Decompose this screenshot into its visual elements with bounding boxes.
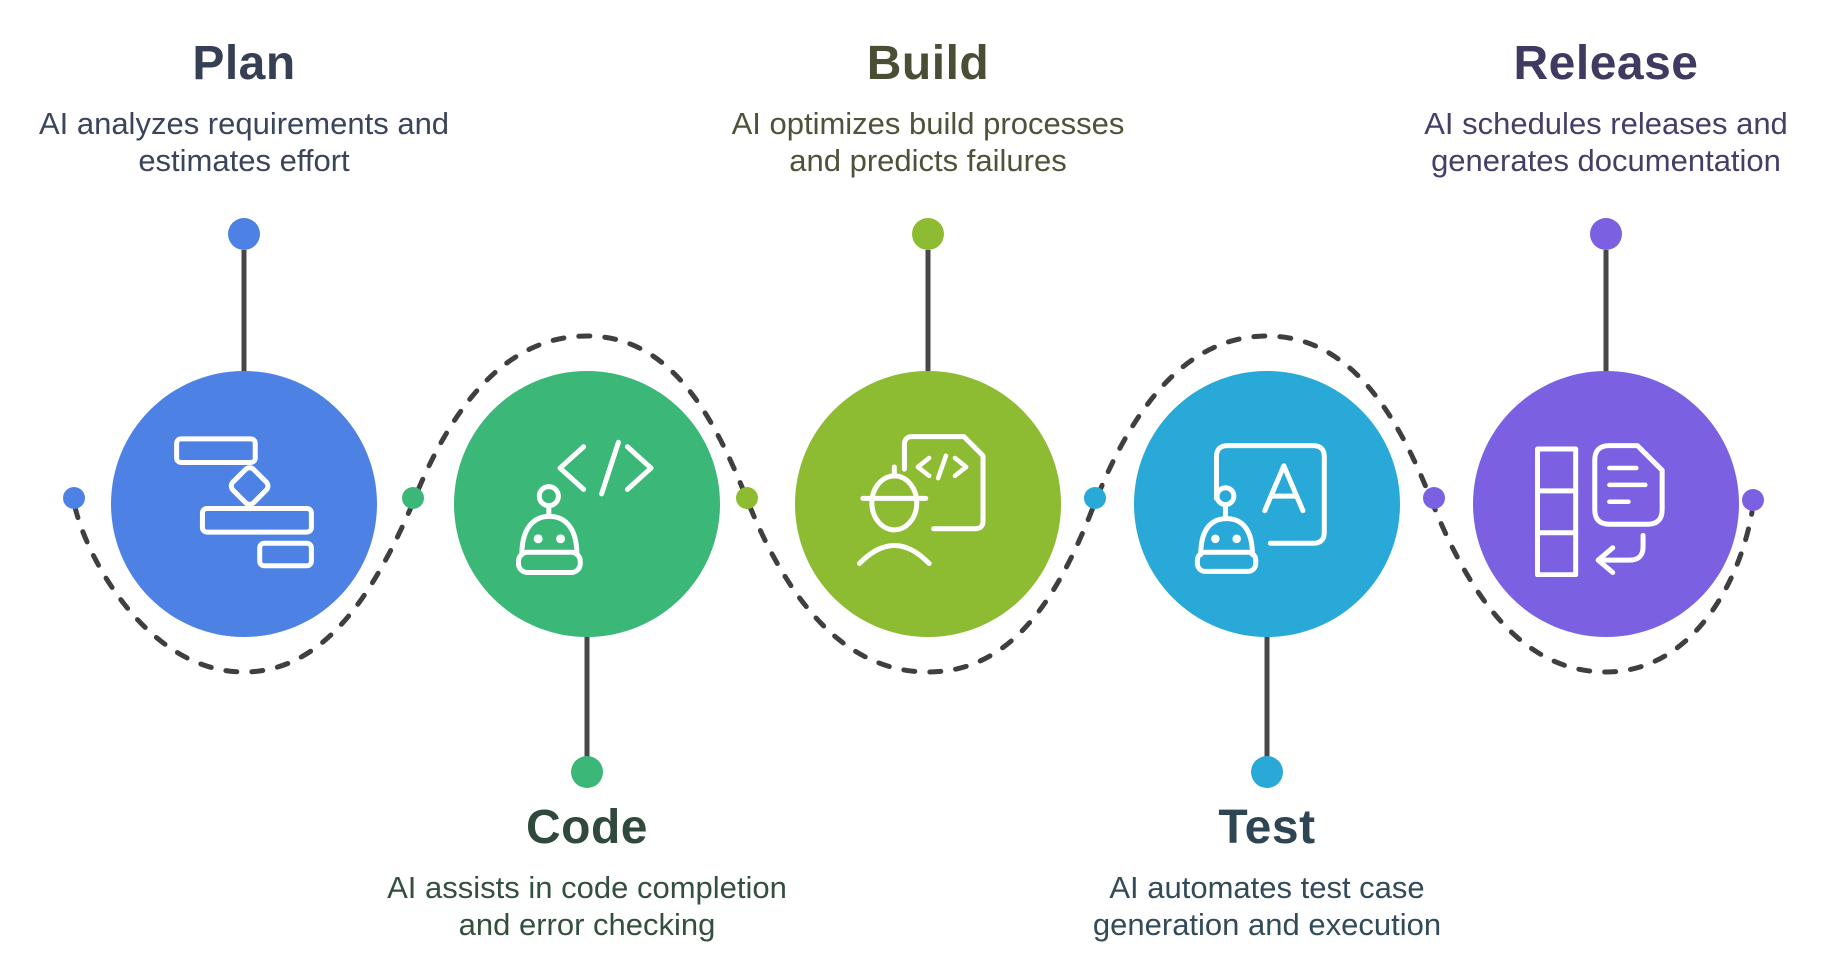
stage-description-line: AI automates test case	[1109, 870, 1425, 905]
stage-description-line: generation and execution	[1092, 907, 1442, 942]
stage-title-release: Release	[1513, 37, 1699, 90]
stage-description-test: AI automates test case generation and ex…	[1047, 869, 1487, 943]
stem-dot-test	[1251, 756, 1283, 788]
wave-dot-code-build	[736, 487, 758, 509]
stage-circle-build	[795, 371, 1061, 637]
stem-dot-plan	[228, 218, 260, 250]
stage-label-release: Release AI schedules releases and genera…	[1386, 36, 1826, 179]
gantt-chart-icon	[171, 431, 317, 577]
stage-title-build: Build	[866, 37, 990, 90]
stage-description-line: and predicts failures	[789, 143, 1067, 178]
wave-dot-test-release	[1423, 487, 1445, 509]
stage-label-test: Test AI automates test case generation a…	[1047, 800, 1487, 943]
stage-description-line: AI schedules releases and	[1424, 106, 1788, 141]
robot-code-icon	[514, 431, 660, 577]
stem-dot-code	[571, 756, 603, 788]
robot-screen-icon	[1194, 431, 1340, 577]
stage-label-plan: Plan AI analyzes requirements and estima…	[24, 36, 464, 179]
stage-label-build: Build AI optimizes build processes and p…	[708, 36, 1148, 179]
wave-dot-end	[1742, 489, 1764, 511]
stage-circle-test	[1134, 371, 1400, 637]
wave-dot-build-test	[1084, 487, 1106, 509]
stage-label-code: Code AI assists in code completion and e…	[367, 800, 807, 943]
stage-circle-code	[454, 371, 720, 637]
stage-circle-release	[1473, 371, 1739, 637]
stage-description-line: AI analyzes requirements and	[38, 106, 450, 141]
stage-description-line: and error checking	[458, 907, 716, 942]
stage-title-code: Code	[526, 801, 648, 854]
stage-title-plan: Plan	[192, 37, 296, 90]
stem-dot-release	[1590, 218, 1622, 250]
stage-description-code: AI assists in code completion and error …	[367, 869, 807, 943]
engineer-code-document-icon	[855, 431, 1001, 577]
wave-dot-start	[63, 487, 85, 509]
stage-description-line: estimates effort	[138, 143, 350, 178]
dashed-wave-path	[72, 333, 1755, 675]
stage-circle-plan	[111, 371, 377, 637]
wave-dot-plan-code	[402, 487, 424, 509]
stem-dot-build	[912, 218, 944, 250]
stage-description-line: AI assists in code completion	[387, 870, 787, 905]
stage-description-plan: AI analyzes requirements and estimates e…	[24, 105, 464, 179]
stage-description-line: generates documentation	[1431, 143, 1781, 178]
stage-description-release: AI schedules releases and generates docu…	[1386, 105, 1826, 179]
stage-description-line: AI optimizes build processes	[731, 106, 1125, 141]
pipeline-document-icon	[1533, 431, 1679, 577]
stage-description-build: AI optimizes build processes and predict…	[708, 105, 1148, 179]
stage-title-test: Test	[1218, 801, 1316, 854]
